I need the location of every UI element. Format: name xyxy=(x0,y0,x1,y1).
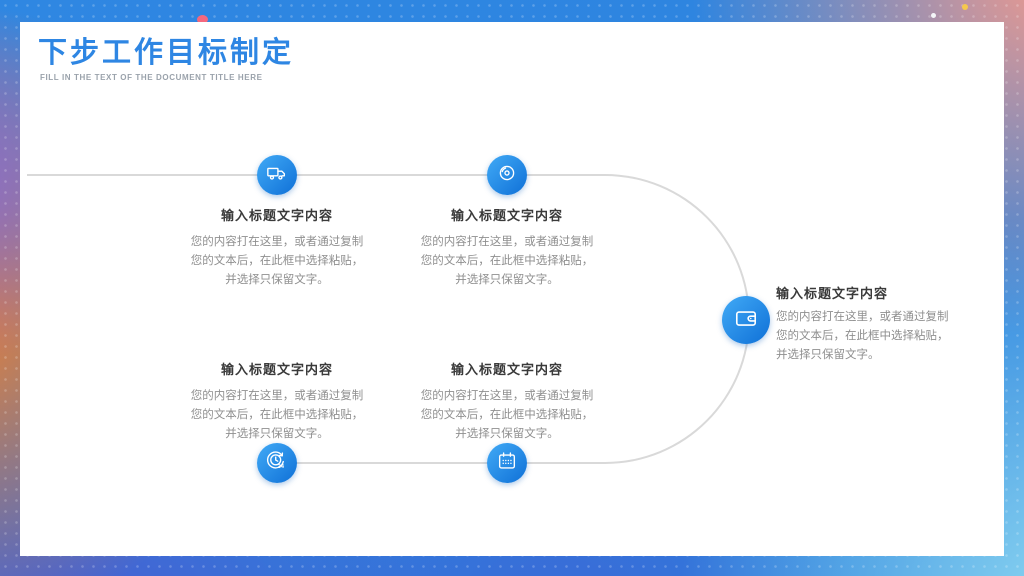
wallet-icon xyxy=(733,305,759,336)
node-body: 您的内容打在这里，或者通过复制 您的文本后，在此框中选择粘贴， 并选择只保留文字… xyxy=(190,236,364,286)
node-title: 输入标题文字内容 xyxy=(776,286,889,301)
clock-24-icon: 24 xyxy=(266,450,288,477)
process-node-1 xyxy=(257,155,297,195)
process-node-5 xyxy=(487,443,527,483)
node-card-5: 输入标题文字内容 您的内容打在这里，或者通过复制 您的文本后，在此框中选择粘贴，… xyxy=(406,359,608,444)
node-title: 输入标题文字内容 xyxy=(450,208,563,223)
slide-title: 下步工作目标制定 xyxy=(38,37,295,69)
decorative-dot-yellow xyxy=(962,4,968,10)
decorative-dot-pink xyxy=(197,15,208,24)
node-body: 您的内容打在这里，或者通过复制 您的文本后，在此框中选择粘贴， 并选择只保留文字… xyxy=(190,390,364,440)
node-body: 您的内容打在这里，或者通过复制 您的文本后，在此框中选择粘贴， 并选择只保留文字… xyxy=(420,236,594,286)
truck-icon xyxy=(266,162,288,189)
slide-subtitle: FILL IN THE TEXT OF THE DOCUMENT TITLE H… xyxy=(40,73,263,82)
node-body: 您的内容打在这里，或者通过复制 您的文本后，在此框中选择粘贴， 并选择只保留文字… xyxy=(420,390,594,440)
connector-line-top xyxy=(27,174,299,176)
decorative-dot-white xyxy=(931,13,936,18)
node-body: 您的内容打在这里，或者通过复制 您的文本后，在此框中选择粘贴， 并选择只保留文字… xyxy=(776,311,949,361)
node-card-2: 输入标题文字内容 您的内容打在这里，或者通过复制 您的文本后，在此框中选择粘贴，… xyxy=(406,205,608,290)
node-card-4: 输入标题文字内容 您的内容打在这里，或者通过复制 您的文本后，在此框中选择粘贴，… xyxy=(176,359,378,444)
node-title: 输入标题文字内容 xyxy=(220,208,333,223)
node-card-3: 输入标题文字内容 您的内容打在这里，或者通过复制 您的文本后，在此框中选择粘贴，… xyxy=(776,283,981,365)
disc-icon xyxy=(496,162,518,189)
node-title: 输入标题文字内容 xyxy=(220,362,333,377)
calendar-icon xyxy=(496,450,518,477)
process-node-2 xyxy=(487,155,527,195)
process-node-3 xyxy=(722,296,770,344)
svg-text:24: 24 xyxy=(278,463,285,469)
node-card-1: 输入标题文字内容 您的内容打在这里，或者通过复制 您的文本后，在此框中选择粘贴，… xyxy=(176,205,378,290)
process-node-4: 24 xyxy=(257,443,297,483)
node-title: 输入标题文字内容 xyxy=(450,362,563,377)
